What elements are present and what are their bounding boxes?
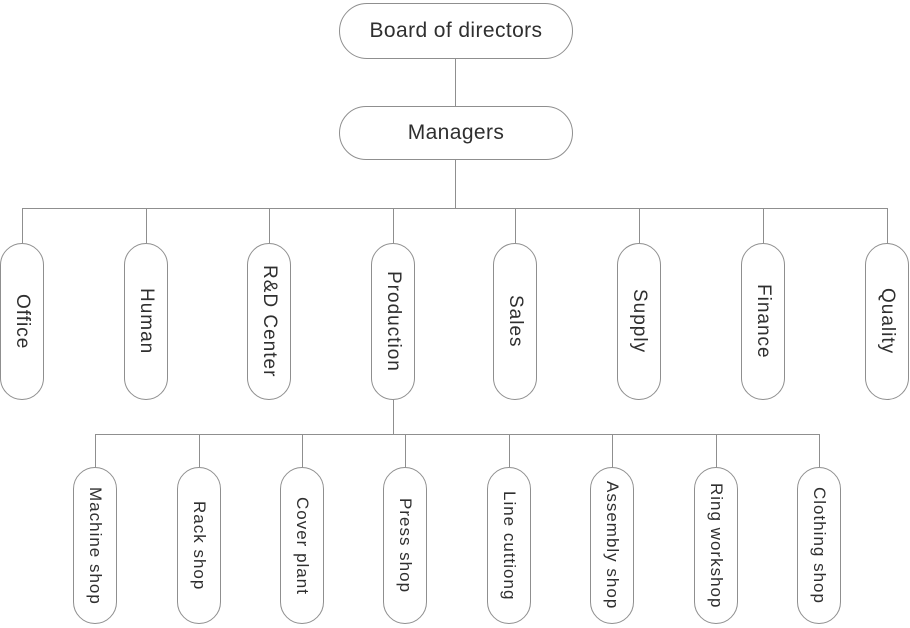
connector-drop-finance: [763, 208, 764, 243]
connector-drop-office: [22, 208, 23, 243]
node-label: Assembly shop: [603, 481, 622, 610]
connector-drop-rack-shop: [199, 434, 200, 467]
node-label: Production: [383, 271, 404, 372]
node-label: Managers: [407, 121, 505, 144]
connector-drop-production: [393, 208, 394, 243]
connector-shops-bus: [95, 434, 819, 435]
node-production: Production: [371, 243, 415, 400]
connector-drop-cover-plant: [302, 434, 303, 467]
node-label: Quality: [877, 288, 898, 355]
node-quality: Quality: [865, 243, 909, 400]
node-label: R&D Center: [259, 265, 280, 378]
node-label: Line cuttiong: [500, 490, 519, 601]
node-press-shop: Press shop: [383, 467, 427, 624]
connector-drop-line-cutting: [509, 434, 510, 467]
node-label: Ring workshop: [707, 482, 726, 609]
node-sales: Sales: [493, 243, 537, 400]
node-managers: Managers: [339, 106, 573, 160]
node-line-cutting: Line cuttiong: [487, 467, 531, 624]
connector-drop-quality: [887, 208, 888, 243]
node-label: Board of directors: [369, 19, 543, 42]
connector-drop-ring-workshop: [716, 434, 717, 467]
node-ring-workshop: Ring workshop: [694, 467, 738, 624]
node-board-of-directors: Board of directors: [339, 3, 573, 59]
node-label: Cover plant: [293, 496, 312, 595]
node-label: Sales: [505, 295, 526, 348]
connector-drop-assembly-shop: [612, 434, 613, 467]
connector-drop-machine-shop: [95, 434, 96, 467]
node-label: Machine shop: [86, 486, 105, 605]
node-label: Human: [136, 288, 157, 355]
connector-drop-clothing-shop: [819, 434, 820, 467]
connector-drop-press-shop: [405, 434, 406, 467]
node-finance: Finance: [741, 243, 785, 400]
node-office: Office: [0, 243, 44, 400]
node-rd-center: R&D Center: [247, 243, 291, 400]
node-rack-shop: Rack shop: [177, 467, 221, 624]
node-clothing-shop: Clothing shop: [797, 467, 841, 624]
connector-production-to-bus: [393, 400, 394, 434]
node-human: Human: [124, 243, 168, 400]
connector-drop-sales: [515, 208, 516, 243]
node-label: Supply: [629, 289, 650, 354]
node-assembly-shop: Assembly shop: [590, 467, 634, 624]
connector-board-to-managers: [455, 59, 456, 106]
node-label: Finance: [753, 284, 774, 359]
connector-drop-rd-center: [269, 208, 270, 243]
node-machine-shop: Machine shop: [73, 467, 117, 624]
connector-managers-to-bus: [455, 160, 456, 208]
node-label: Press shop: [396, 497, 415, 594]
connector-drop-human: [146, 208, 147, 243]
connector-departments-bus: [22, 208, 887, 209]
node-cover-plant: Cover plant: [280, 467, 324, 624]
node-label: Office: [12, 293, 33, 350]
node-label: Rack shop: [190, 500, 209, 591]
node-label: Clothing shop: [810, 487, 829, 604]
node-supply: Supply: [617, 243, 661, 400]
connector-drop-supply: [639, 208, 640, 243]
